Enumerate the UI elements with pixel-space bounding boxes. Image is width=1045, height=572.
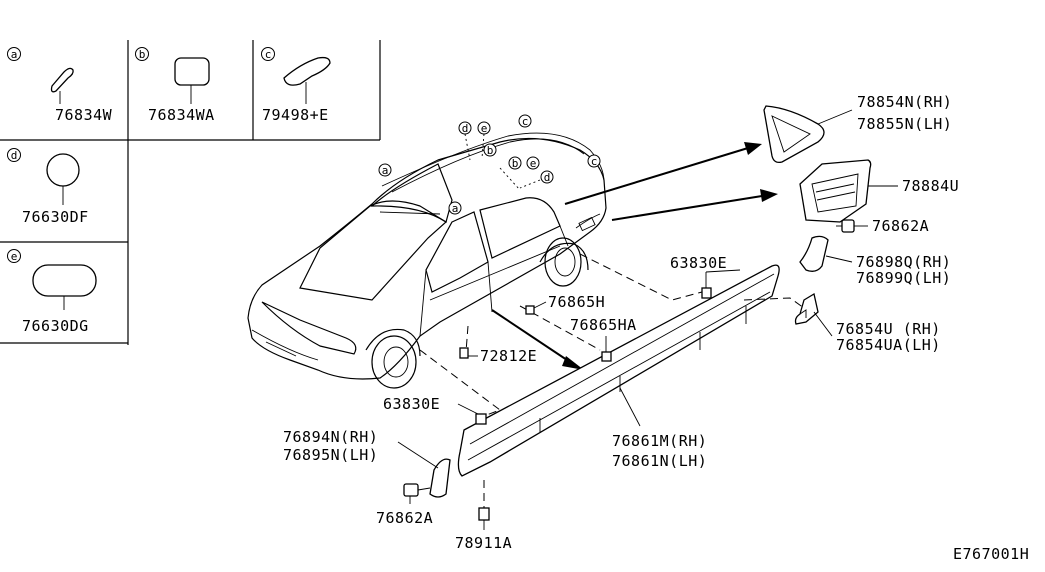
callout-78854N: 78854N(RH) (857, 93, 952, 111)
legend-key-a: a (11, 48, 18, 61)
callout-63830E-top: 63830E (670, 254, 727, 272)
callout-76861N: 76861N(LH) (612, 452, 707, 470)
legend-key-d: d (11, 149, 18, 162)
arrow-to-window-molding (564, 147, 749, 205)
car-marker-10 (448, 201, 462, 215)
car-marker-10-text: a (452, 202, 459, 215)
hood-shape (299, 200, 448, 301)
diagram-code: E767001H (953, 545, 1029, 563)
legend-grid (0, 40, 381, 345)
legend-key-e-circle (7, 249, 21, 263)
sill-bracket (794, 292, 833, 337)
legend-cell-e: e 76630DG (7, 249, 97, 335)
legend-part-e: 76630DG (22, 317, 89, 335)
car-marker-2-text: d (462, 122, 469, 135)
legend-key-c-circle (261, 47, 275, 61)
car-marker-5 (483, 143, 497, 157)
oval-seal-part-e (32, 264, 97, 297)
car-marker-1-text: a (382, 164, 389, 177)
legend-key-c: c (265, 48, 272, 61)
legend-part-c: 79498+E (262, 106, 329, 124)
legend-cell-b: b 76834WA (135, 47, 215, 124)
clip-76865HA (601, 336, 612, 362)
callout-72812E: 72812E (480, 347, 537, 365)
molding-clip-part-a (50, 67, 74, 93)
car-marker-8-text: d (544, 171, 551, 184)
splash-guard-upper (799, 235, 853, 272)
callout-76861M: 76861M(RH) (612, 432, 707, 450)
car-marker-9-text: c (591, 155, 598, 168)
callout-76862A-top: 76862A (872, 217, 929, 235)
arrow-to-sill (491, 309, 571, 363)
callout-76862A-bottom: 76862A (376, 509, 433, 527)
clip-76862A-top (836, 219, 868, 233)
legend-key-e: e (11, 250, 18, 263)
molding-clip-part-c (283, 56, 331, 86)
clip-63830E-top (701, 269, 741, 299)
car-marker-9 (587, 154, 601, 168)
legend-key-b: b (139, 48, 146, 61)
rear-window (479, 197, 561, 259)
roof-rail (381, 132, 605, 187)
callout-76894N: 76894N(RH) (283, 428, 378, 446)
legend-part-d: 76630DF (22, 208, 89, 226)
car-marker-5-text: b (487, 144, 494, 157)
windshield (370, 163, 453, 223)
callout-76865HA: 76865HA (570, 316, 637, 334)
side-sill-molding (457, 264, 780, 477)
car-marker-3-text: e (481, 122, 488, 135)
front-wheel-arch (365, 328, 421, 357)
pointer-arrows (491, 142, 778, 370)
legend-key-b-circle (135, 47, 149, 61)
legend-cell-d: d 76630DF (7, 148, 89, 226)
quarter-window-molding (763, 105, 853, 164)
splash-guard-lower (397, 441, 451, 498)
clip-76865H (525, 301, 547, 315)
callout-76898Q: 76898Q(RH) (856, 253, 951, 271)
arrow-to-vent (611, 195, 763, 221)
callout-78884U: 78884U (902, 177, 959, 195)
car-marker-6 (508, 156, 522, 170)
car-marker-4-text: c (522, 115, 529, 128)
round-seal-part-d (46, 153, 80, 187)
legend-part-b: 76834WA (148, 106, 215, 124)
legend-key-d-circle (7, 148, 21, 162)
car-marker-8 (540, 170, 554, 184)
callout-76899Q: 76899Q(LH) (856, 269, 951, 287)
callout-78911A: 78911A (455, 534, 512, 552)
car-marker-7 (526, 156, 540, 170)
clip-76862A-bottom (403, 483, 431, 504)
front-wheel (371, 335, 417, 389)
car-markers: a d e c b b e d c a (378, 114, 601, 215)
clip-63830E-bottom (457, 403, 487, 425)
clip-72812E (459, 347, 478, 359)
car-marker-7-text: e (530, 157, 537, 170)
legend-key-a-circle (7, 47, 21, 61)
car-marker-1 (378, 163, 392, 177)
callout-78855N: 78855N(LH) (857, 115, 952, 133)
legend-cell-a: a 76834W (7, 47, 113, 124)
legend-part-a: 76834W (55, 106, 113, 124)
molding-clip-part-b (174, 57, 210, 86)
rear-wheel-arch (539, 242, 589, 271)
callout-76895N: 76895N(LH) (283, 446, 378, 464)
rear-wheel (544, 237, 582, 287)
car-marker-4 (518, 114, 532, 128)
callout-76865H: 76865H (548, 293, 605, 311)
legend-cell-c: c 79498+E (261, 47, 331, 124)
headlight (261, 301, 357, 355)
vent-grille (799, 159, 898, 223)
clip-78911A (478, 507, 490, 530)
callout-76854UA: 76854UA(LH) (836, 336, 941, 354)
callout-63830E-bottom: 63830E (383, 395, 440, 413)
callout-76854U: 76854U (RH) (836, 320, 941, 338)
car-marker-6-text: b (512, 157, 519, 170)
